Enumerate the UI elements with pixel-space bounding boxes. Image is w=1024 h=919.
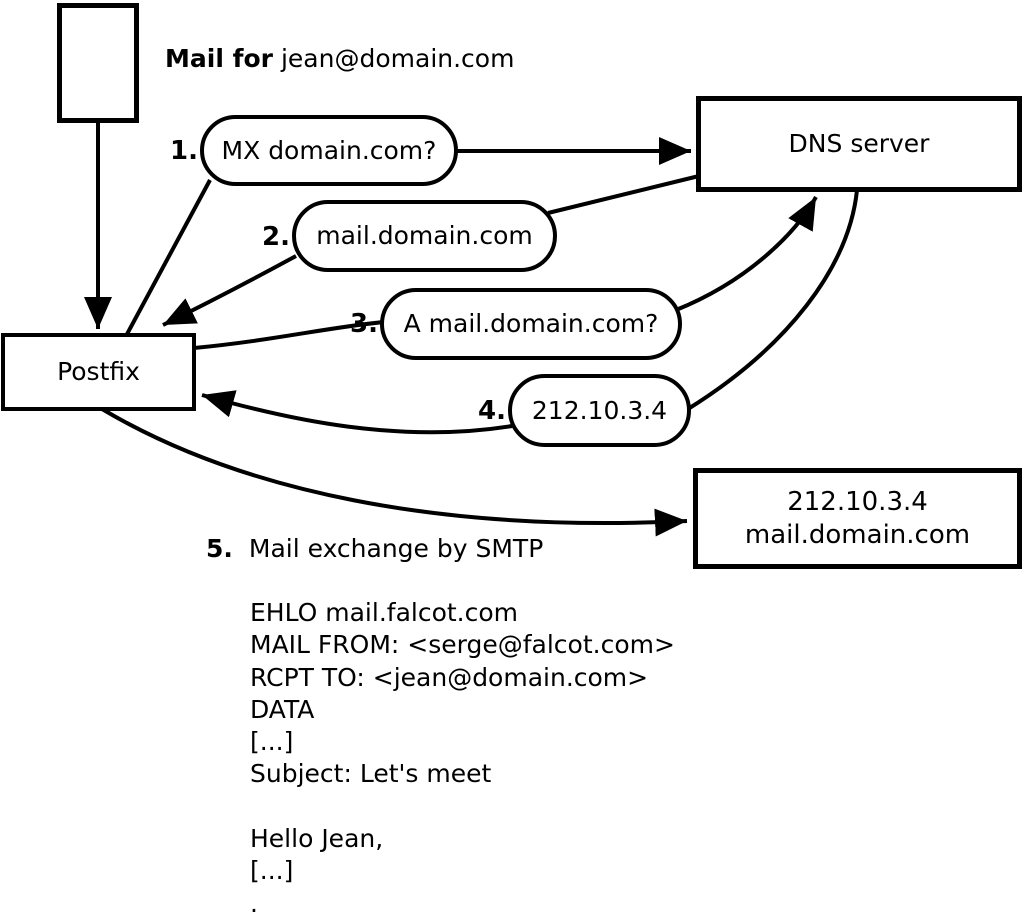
smtp-line: RCPT TO: <jean@domain.com>: [250, 662, 649, 692]
smtp-line: [250, 792, 675, 824]
arrow-query3-to-dns: [675, 196, 818, 312]
step-1-number: 1.: [170, 136, 198, 166]
step-5-caption: 5. Mail exchange by SMTP: [206, 534, 543, 563]
line-postfix-to-query3: [193, 320, 385, 350]
arrow-smtp-postfix-to-mailserver: [100, 407, 688, 537]
response-mx-label: mail.domain.com: [316, 221, 533, 251]
query-mx-pill: MX domain.com?: [200, 115, 458, 186]
smtp-line: [...]: [250, 727, 294, 757]
arrow-response4-to-postfix: [201, 390, 513, 435]
step-5-number: 5.: [206, 534, 233, 563]
line-postfix-to-query1: [124, 179, 212, 337]
response-mx-pill: mail.domain.com: [292, 200, 557, 272]
postfix-label: Postfix: [57, 357, 140, 387]
line-dns-to-response2: [547, 174, 700, 215]
mail-server-hostname: mail.domain.com: [744, 519, 971, 550]
postfix-node: Postfix: [1, 333, 196, 411]
query-mx-label: MX domain.com?: [221, 135, 437, 165]
smtp-line: MAIL FROM: <serge@falcot.com>: [250, 630, 675, 660]
title-bold-text: Mail for: [165, 44, 273, 73]
smtp-line: .: [250, 888, 258, 918]
smtp-line: EHLO mail.falcot.com: [250, 598, 519, 627]
line-dns-to-response4: [686, 189, 859, 411]
smtp-line: [...]: [250, 856, 294, 886]
response-a-pill: 212.10.3.4: [508, 374, 691, 447]
query-a-label: A mail.domain.com?: [403, 309, 659, 339]
smtp-line: Subject: Let's meet: [250, 759, 492, 789]
smtp-line: DATA: [250, 694, 315, 724]
dns-server-label: DNS server: [788, 129, 930, 159]
response-a-label: 212.10.3.4: [531, 395, 668, 425]
mail-server-node: 212.10.3.4 mail.domain.com: [693, 468, 1022, 569]
smtp-line: Hello Jean,: [250, 824, 384, 854]
step-4-number: 4.: [478, 396, 506, 426]
arrow-response2-to-postfix: [162, 254, 297, 327]
mail-message-icon: [57, 3, 139, 123]
step-3-number: 3.: [350, 309, 378, 339]
step-5-text: Mail exchange by SMTP: [248, 534, 544, 563]
query-a-pill: A mail.domain.com?: [380, 288, 682, 360]
title-email-text: jean@domain.com: [280, 44, 515, 73]
step-2-number: 2.: [262, 222, 290, 252]
mail-server-ip: 212.10.3.4: [787, 486, 928, 517]
dns-server-node: DNS server: [696, 96, 1022, 192]
